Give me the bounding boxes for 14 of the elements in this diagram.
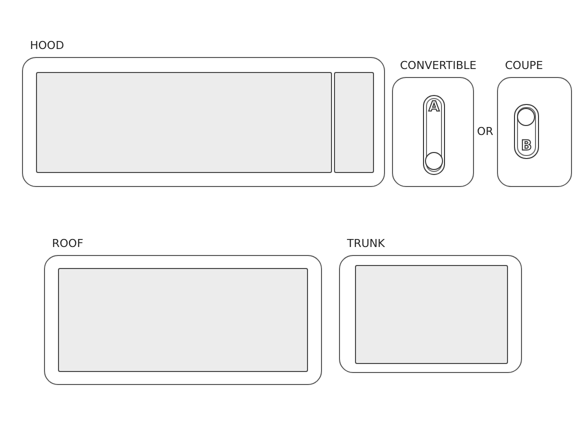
inner-panel [355,265,508,364]
slider-slot [423,95,445,175]
panel-heading: HOOD [30,39,64,52]
inner-panel [36,72,332,173]
panel-heading: TRUNK [347,237,385,250]
slider-slot [514,104,539,159]
option-text: OR [477,125,494,138]
inner-panel [58,268,308,372]
panel-heading: CONVERTIBLE [400,59,476,72]
inner-panel [334,72,374,173]
panel-heading: ROOF [52,237,84,250]
slot-letter: A [427,99,441,115]
panel-heading: COUPE [505,59,543,72]
slot-letter: B [520,138,533,154]
